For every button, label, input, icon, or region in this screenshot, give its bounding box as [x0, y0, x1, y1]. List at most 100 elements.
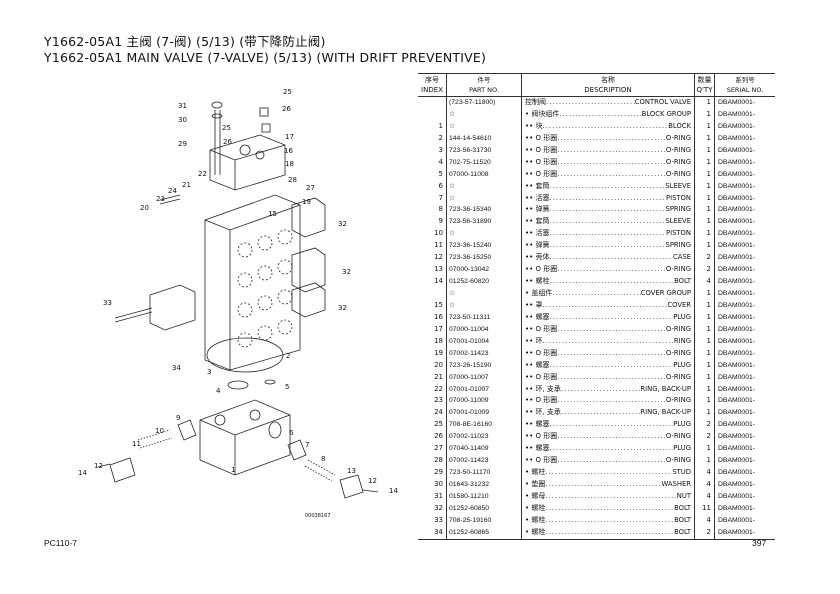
leader-dots: [557, 264, 666, 276]
row-serial: DBAM0001-: [718, 218, 756, 226]
callout-label: 3: [207, 368, 212, 376]
row-serial: DBAM0001-: [718, 266, 756, 274]
leader-dots: [549, 312, 673, 324]
row-desc-cn: •• 环: [525, 336, 543, 345]
row-desc-cn: • 螺栓: [525, 527, 546, 536]
leader-dots: [542, 336, 673, 348]
row-part-no: 01252-60850: [447, 502, 522, 515]
row-index: 18: [418, 335, 447, 348]
row-desc-en: O-RING: [665, 456, 691, 465]
figure-code: 00038167: [305, 513, 331, 519]
page-number: 397: [752, 538, 767, 548]
row-desc-cn: • 螺柱: [525, 468, 546, 477]
callout-label: 24: [168, 187, 177, 195]
callout-label: 18: [285, 160, 294, 168]
row-desc-en: RING: [673, 336, 691, 345]
row-serial: DBAM0001-: [718, 194, 756, 202]
leader-dots: [549, 216, 665, 228]
callout-label: 8: [321, 455, 326, 463]
row-part-no: 07001-01004: [447, 335, 522, 348]
row-qty: 1: [695, 132, 715, 145]
leader-dots: [542, 300, 667, 312]
row-desc-cn: •• 环, 支承: [525, 384, 561, 393]
callout-label: 12: [368, 477, 377, 485]
row-desc-cn: • 螺母: [525, 491, 546, 500]
row-desc-en: PLUG: [673, 444, 691, 453]
row-description: • 阀块组件BLOCK GROUP: [522, 108, 695, 121]
row-serial: DBAM0001-: [718, 469, 756, 477]
row-index: [418, 108, 447, 121]
model-label: PC110-7: [44, 538, 77, 548]
row-desc-en: PISTON: [665, 229, 691, 238]
row-qty: 1: [695, 395, 715, 408]
header-qty: Q'TY: [696, 86, 713, 94]
row-index: [418, 288, 447, 300]
header-part: PART NO.: [469, 86, 499, 94]
row-description: •• 螺塞PLUG: [522, 419, 695, 432]
row-description: •• O 形圈O-RING: [522, 132, 695, 145]
row-desc-cn: •• 套筒: [525, 217, 550, 226]
callout-label: 5: [285, 383, 290, 391]
table-body: (723-57-11800)控制阀CONTROL VALVE1DBAM0001-…: [418, 97, 775, 539]
row-description: 控制阀CONTROL VALVE: [522, 97, 695, 109]
callout-label: 25: [222, 124, 231, 132]
row-description: • 螺栓BOLT: [522, 514, 695, 527]
row-qty: 1: [695, 407, 715, 420]
row-qty: 1: [695, 192, 715, 205]
diagram-drawing: [97, 101, 379, 499]
header-part-cn: 件号: [477, 76, 491, 84]
header-qty-cn: 数量: [697, 76, 712, 84]
row-desc-cn: •• 螺塞: [525, 360, 550, 369]
row-description: •• 螺塞 PLUG: [522, 443, 695, 456]
callout-label: 15: [268, 210, 277, 218]
header-index: INDEX: [421, 86, 443, 94]
row-serial: DBAM0001-: [718, 492, 756, 500]
row-desc-cn: • 阀块组件: [525, 109, 560, 118]
callout-label: 12: [94, 462, 103, 470]
leader-dots: [545, 515, 674, 527]
row-index: 31: [418, 490, 447, 503]
row-index: 14: [418, 276, 447, 288]
row-desc-en: SLEEVE: [665, 181, 691, 190]
row-index: 3: [418, 144, 447, 157]
leader-dots: [549, 443, 673, 455]
row-description: •• O 形圈O-RING: [522, 395, 695, 408]
row-description: •• 螺栓BOLT: [522, 276, 695, 288]
row-index: 19: [418, 347, 447, 360]
row-desc-cn: •• O 形圈: [525, 324, 558, 333]
row-index: 33: [418, 514, 447, 527]
callout-label: 1: [231, 466, 236, 474]
leader-dots: [549, 360, 673, 372]
table-row: 6☆•• 套筒SLEEVE1DBAM0001-: [418, 180, 775, 193]
row-part-no: ☆: [447, 108, 522, 121]
row-part-no: 07002-11423: [447, 347, 522, 360]
row-serial: DBAM0001-: [718, 146, 756, 154]
row-serial: DBAM0001-: [718, 361, 756, 369]
row-desc-cn: •• 螺塞: [525, 444, 550, 453]
row-description: •• O 形圈O-RING: [522, 264, 695, 277]
row-serial: DBAM0001-: [718, 457, 756, 465]
row-qty: 2: [695, 526, 715, 539]
row-description: • 垫圈WASHER: [522, 479, 695, 491]
row-serial: DBAM0001-: [718, 99, 756, 106]
row-description: •• 环, 支承RING, BACK-UP: [522, 383, 695, 396]
row-description: •• O 形圈O-RING: [522, 455, 695, 468]
row-serial: DBAM0001-: [718, 349, 756, 357]
row-part-no: 07001-01009: [447, 407, 522, 420]
row-serial: DBAM0001-: [718, 278, 756, 286]
row-description: •• 弹簧SPRING: [522, 204, 695, 217]
row-desc-cn: •• 块: [525, 121, 543, 130]
row-index: 4: [418, 156, 447, 169]
row-part-no: 723-36-15340: [447, 204, 522, 217]
row-part-no: 07000-11004: [447, 323, 522, 336]
row-part-no: 708-25-19160: [447, 514, 522, 527]
leader-dots: [549, 228, 666, 240]
